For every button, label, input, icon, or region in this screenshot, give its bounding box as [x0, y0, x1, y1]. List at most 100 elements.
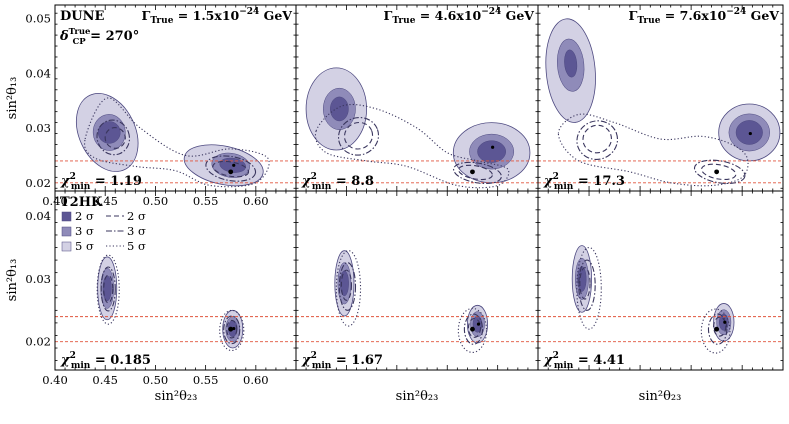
contour-2sigma-dashed-4 [103, 274, 114, 304]
gamma-mantissa: = 4.6x10 [415, 8, 481, 23]
chi-superscript: 2 [70, 172, 76, 182]
delta-value: = 270° [86, 29, 140, 44]
contour-2sigma-dashed-3 [343, 121, 374, 150]
panel-t2hk-0 [55, 254, 296, 352]
chi-superscript: 2 [311, 172, 317, 182]
contour-2sigma-dashed-5 [713, 316, 727, 337]
chi2-min-value: = 0.185 [90, 353, 151, 368]
legend-swatch-fill [61, 211, 72, 222]
region-2sigma-5 [477, 140, 506, 163]
gamma-symbol: Γ [629, 8, 638, 23]
xtick-label: 0.45 [92, 194, 118, 208]
ytick-label: 0.04 [25, 209, 51, 223]
legend-label: 2 σ [127, 209, 146, 223]
chi2-min-value: = 1.67 [331, 353, 383, 368]
contour-3sigma-dashdot-2 [338, 262, 357, 311]
contour-3sigma-dashdot-3 [223, 315, 241, 345]
gamma-unit: GeV [746, 8, 779, 23]
y-axis-title: sin²θ₁₃ [5, 259, 20, 302]
y-axis-title: sin²θ₁₃ [5, 77, 20, 120]
tick-marks [296, 191, 538, 370]
chi-subscript: min [554, 361, 574, 371]
delta-symbol: δ [59, 29, 69, 44]
xtick-label: 0.50 [143, 194, 169, 208]
true-point [228, 169, 234, 175]
delta-superscript: True [69, 27, 91, 37]
true-point [714, 326, 720, 332]
contour-2sigma-dashed-3 [582, 124, 612, 154]
ytick-label: 0.04 [25, 66, 51, 80]
chi-subscript: min [554, 182, 574, 192]
chi2-min-value: = 1.19 [90, 174, 142, 189]
true-point [470, 169, 475, 175]
xtick-label: 0.60 [243, 194, 269, 208]
x-axis-title: sin²θ₂₃ [155, 389, 198, 404]
chi-symbol: χ [60, 353, 71, 368]
tick-marks [538, 191, 783, 370]
contour-2sigma-dashed-4 [212, 160, 250, 178]
legend-label: 3 σ [127, 224, 146, 238]
gamma-exponent: −24 [481, 7, 501, 17]
legend-label: 2 σ [75, 209, 94, 223]
contour-3sigma-dashdot-1 [96, 119, 131, 156]
best-fit-point [476, 322, 481, 326]
gamma-subscript: True [392, 16, 415, 26]
legend: 2 σ3 σ5 σ2 σ3 σ5 σ [61, 209, 146, 253]
contour-2sigma-dashed-3 [104, 127, 126, 149]
ytick-label: 0.02 [25, 176, 51, 190]
gamma-mantissa: = 7.6x10 [660, 8, 726, 23]
gamma-true-label: ΓTrue = 4.6x10−24 GeV [384, 7, 535, 26]
best-fit-point [491, 145, 495, 149]
legend-label: 5 σ [75, 239, 94, 253]
chi-symbol: χ [543, 353, 554, 368]
xtick-label: 0.40 [42, 373, 68, 387]
contour-3sigma-dashdot-2 [693, 159, 746, 185]
xtick-label: 0.50 [143, 373, 169, 387]
gamma-subscript: True [637, 16, 660, 26]
contour-2sigma-dashed-5 [467, 317, 482, 338]
xtick-label: 0.55 [193, 373, 219, 387]
chi2-min-value: = 8.8 [331, 174, 374, 189]
true-point [714, 169, 720, 175]
chi-superscript: 2 [70, 351, 76, 361]
chi-superscript: 2 [311, 351, 317, 361]
ytick-label: 0.02 [25, 335, 51, 349]
contour-5sigma-dotted-1 [219, 309, 245, 352]
gamma-exponent: −24 [726, 7, 746, 17]
gamma-true-label: ΓTrue = 7.6x10−24 GeV [629, 7, 780, 26]
panel-t2hk-2 [538, 245, 783, 354]
panel-frame [295, 190, 539, 371]
contour-5sigma-dotted-0 [84, 97, 270, 188]
contour-3sigma-dashdot-2 [205, 155, 257, 182]
best-fit-point [232, 326, 236, 331]
contour-3sigma-dashdot-2 [578, 259, 596, 311]
chi-superscript: 2 [553, 351, 559, 361]
best-fit-point [723, 320, 727, 324]
delta-subscript: CP [72, 37, 86, 47]
contour-5sigma-dotted-0 [335, 250, 362, 327]
best-fit-point [232, 163, 236, 167]
best-fit-point [748, 131, 752, 136]
contour-3sigma-dashdot-3 [707, 313, 728, 345]
ytick-label: 0.03 [25, 272, 51, 286]
x-axis-title: sin²θ₂₃ [396, 389, 439, 404]
panel-dune-1 [296, 67, 538, 189]
gamma-symbol: Γ [142, 8, 151, 23]
contour-5sigma-dotted-0 [96, 254, 120, 325]
chi-subscript: min [312, 182, 332, 192]
region-2sigma-4 [102, 275, 112, 302]
experiment-label-dune: DUNE [60, 9, 104, 24]
chi-subscript: min [71, 361, 91, 371]
chi-superscript: 2 [553, 172, 559, 182]
xtick-label: 0.55 [193, 194, 219, 208]
legend-label: 5 σ [127, 239, 146, 253]
contour-5sigma-dotted-1 [700, 308, 731, 354]
true-point [470, 326, 475, 332]
ytick-label: 0.05 [25, 12, 51, 26]
